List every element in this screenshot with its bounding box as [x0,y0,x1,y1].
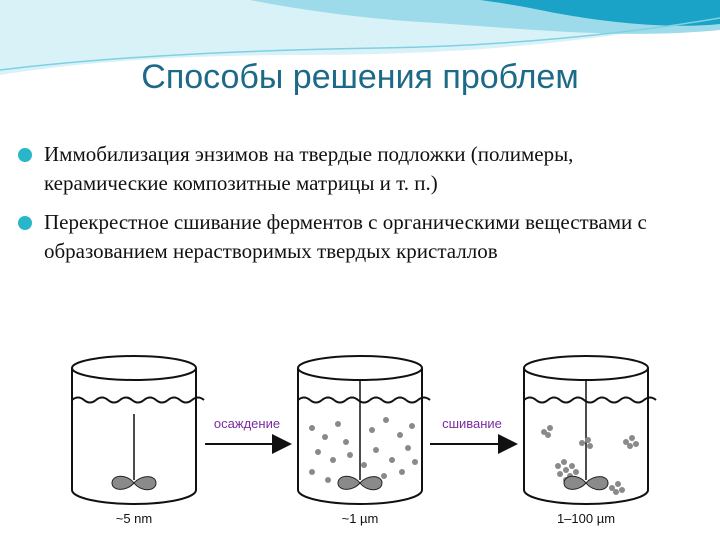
stirrer-icon [337,475,383,491]
size-label-2: ~1 µm [342,511,379,526]
particles-small [309,417,418,483]
bullet-text: Перекрестное сшивание ферментов с органи… [44,210,647,263]
arrow-label-precipitation: осаждение [214,416,280,431]
bullet-text: Иммобилизация энзимов на твердые подложк… [44,142,574,195]
stirrer-icon [563,475,609,491]
slide-title: Способы решения проблем [141,58,579,96]
bullet-dot-icon [18,216,32,230]
header-wave-decoration [0,0,720,75]
vessel-1: ~5 nm [71,355,205,526]
vessel-2: ~1 µm [297,355,431,526]
bullet-dot-icon [18,148,32,162]
process-diagram: ~5 nm осаждение ~1 µm сшивание [71,355,657,526]
size-label-1: ~5 nm [116,511,153,526]
arrow-crosslinking: сшивание [430,416,518,454]
stirrer-icon [111,475,157,491]
particle-aggregates [541,425,639,495]
bullet-list: Иммобилизация энзимов на твердые подложк… [18,140,698,276]
bullet-item: Перекрестное сшивание ферментов с органи… [18,208,698,266]
size-label-3: 1–100 µm [557,511,615,526]
bullet-item: Иммобилизация энзимов на твердые подложк… [18,140,698,198]
arrow-label-crosslinking: сшивание [442,416,502,431]
vessel-3: 1–100 µm [523,355,657,526]
arrow-precipitation: осаждение [205,416,292,454]
